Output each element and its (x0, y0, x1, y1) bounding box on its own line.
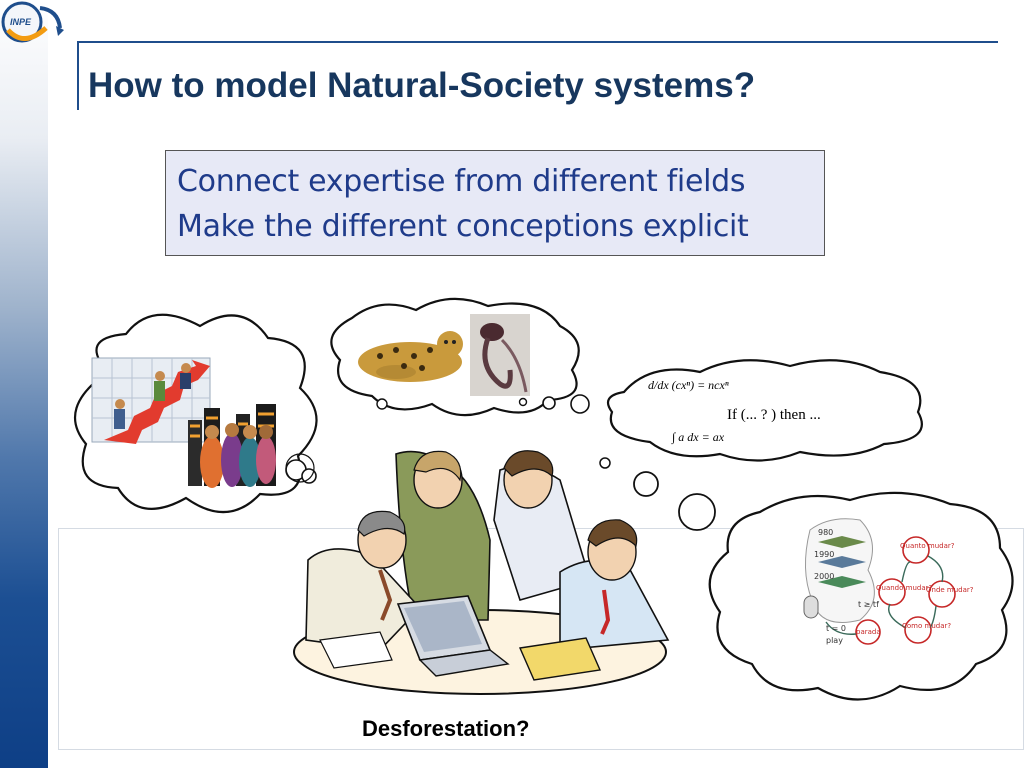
diagram-state-label: Como mudar? (902, 622, 952, 630)
diagram-year-label: 1990 (814, 550, 835, 559)
state-diagram (803, 518, 956, 645)
diagram-state-label: Quando mudar? (876, 584, 933, 592)
rule-text: If (... ? ) then ... (727, 407, 821, 423)
key-points-box: Connect expertise from different fields … (165, 150, 825, 256)
diagram-year-label: 980 (818, 528, 834, 537)
diagram-state-label: Quanto mudar? (900, 542, 955, 550)
logo-text: INPE (10, 17, 32, 27)
diagram-transition-label: play (826, 636, 843, 645)
jaguar-photo-clipart (358, 331, 463, 382)
slide-title: How to model Natural-Society systems? (88, 66, 756, 105)
diagram-state-label: parada (856, 628, 881, 636)
diagram-year-label: 2000 (814, 572, 835, 581)
sidebar-gradient (0, 0, 48, 768)
bullet-line-1: Connect expertise from different fields (177, 164, 746, 199)
cloud-math (599, 359, 923, 531)
integral-formula: ∫ a dx = ax (672, 430, 725, 444)
team-meeting-clipart (293, 450, 670, 695)
title-rule-horizontal (77, 41, 998, 43)
slide-caption: Desforestation? (362, 716, 530, 741)
title-rule-vertical (77, 42, 79, 110)
derivative-formula: d/dx (cxⁿ) = ncxⁿ (648, 378, 729, 392)
diagram-transition-label: t ≥ tf (858, 600, 879, 609)
diagram-state-label: Onde mudar? (926, 586, 974, 594)
bullet-line-2: Make the different conceptions explicit (177, 209, 749, 244)
diagram-transition-label: t = 0 (826, 624, 847, 633)
inpe-logo-icon: INPE (1, 1, 64, 43)
city-people-clipart (188, 404, 276, 488)
monkey-photo-clipart (470, 314, 530, 396)
